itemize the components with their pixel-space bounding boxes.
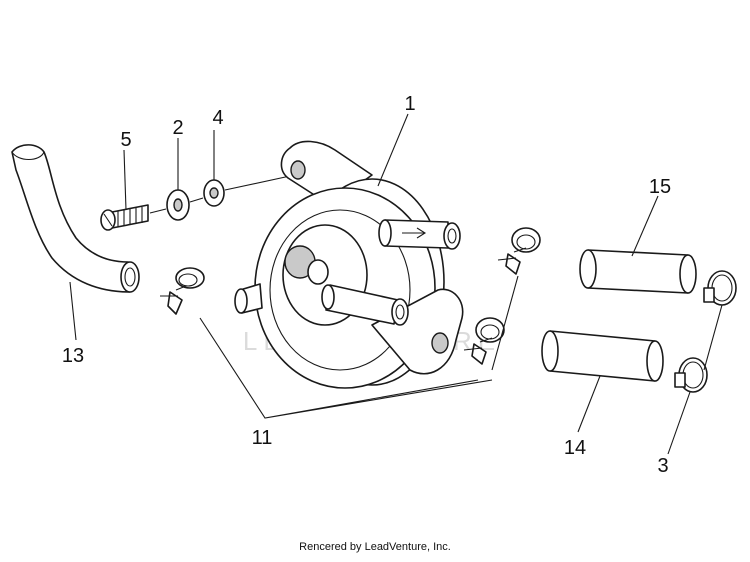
part-5-screw[interactable]	[100, 204, 149, 231]
part-1-fuel-pump[interactable]	[234, 140, 464, 389]
callout-13: 13	[62, 345, 84, 367]
callout-14: 14	[564, 437, 586, 459]
part-4-washer[interactable]	[203, 179, 225, 207]
upper-mount-hole	[290, 160, 306, 180]
leader-1	[377, 113, 409, 187]
callout-15: 15	[649, 176, 671, 198]
part-2-washer[interactable]	[166, 189, 190, 221]
part-11-clamp-upper-right[interactable]	[497, 227, 541, 275]
callout-3: 3	[657, 455, 668, 477]
part-14-hose[interactable]	[541, 330, 664, 382]
callout-1: 1	[404, 93, 415, 115]
outlet-nipple	[378, 219, 461, 250]
callout-4: 4	[212, 107, 223, 129]
leader-3	[667, 304, 723, 455]
leader-5	[123, 149, 127, 211]
hose-13-end	[120, 261, 140, 293]
flow-arrow-icon	[402, 227, 427, 239]
callout-5: 5	[120, 129, 131, 151]
mount-alignment-line	[149, 175, 291, 214]
callouts: 1 2 4 5 13 11 15 14 3	[62, 93, 671, 477]
left-nipple	[234, 283, 263, 314]
part-11-clamp-left[interactable]	[160, 267, 205, 315]
leader-15	[631, 195, 659, 257]
part-13-hose[interactable]	[11, 144, 140, 293]
leader-lines	[69, 113, 723, 455]
leader-13	[69, 281, 77, 341]
leader-11	[199, 275, 519, 419]
part-15-hose[interactable]	[579, 249, 697, 294]
leader-14	[577, 375, 601, 433]
lower-mount-hole	[431, 332, 449, 354]
part-11-clamp-lower-right[interactable]	[463, 317, 505, 365]
callout-2: 2	[172, 117, 183, 139]
part-3-clamp-upper[interactable]	[703, 270, 737, 306]
front-nipple	[321, 284, 409, 326]
callout-11: 11	[252, 427, 273, 449]
render-credit: Rencered by LeadVenture, Inc.	[299, 541, 451, 553]
part-3-clamp-lower[interactable]	[674, 357, 708, 393]
